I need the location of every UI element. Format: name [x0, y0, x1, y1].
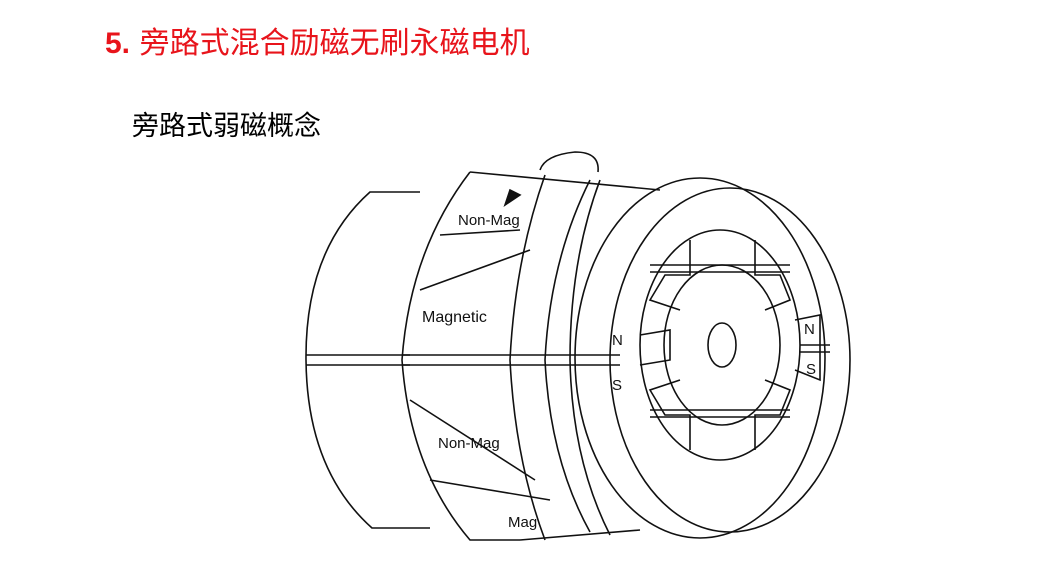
slide-title: 5. 旁路式混合励磁无刷永磁电机 [105, 18, 530, 62]
slide-title-text: 旁路式混合励磁无刷永磁电机 [139, 26, 530, 61]
slide-subtitle: 旁路式弱磁概念 [132, 111, 321, 142]
middle-drum [401, 151, 661, 541]
end-face [569, 177, 851, 539]
slide-number: 5. [105, 27, 131, 60]
label-n-right: N [804, 321, 815, 338]
label-non-mag-top: Non-Mag [458, 212, 520, 229]
label-non-mag-bottom: Non-Mag [438, 435, 500, 452]
label-s-left: S [612, 377, 622, 394]
label-mag: Mag [508, 514, 537, 531]
label-n-left: N [612, 332, 623, 349]
label-magnetic: Magnetic [422, 309, 487, 326]
label-s-right: S [806, 361, 816, 378]
left-housing [305, 191, 430, 529]
